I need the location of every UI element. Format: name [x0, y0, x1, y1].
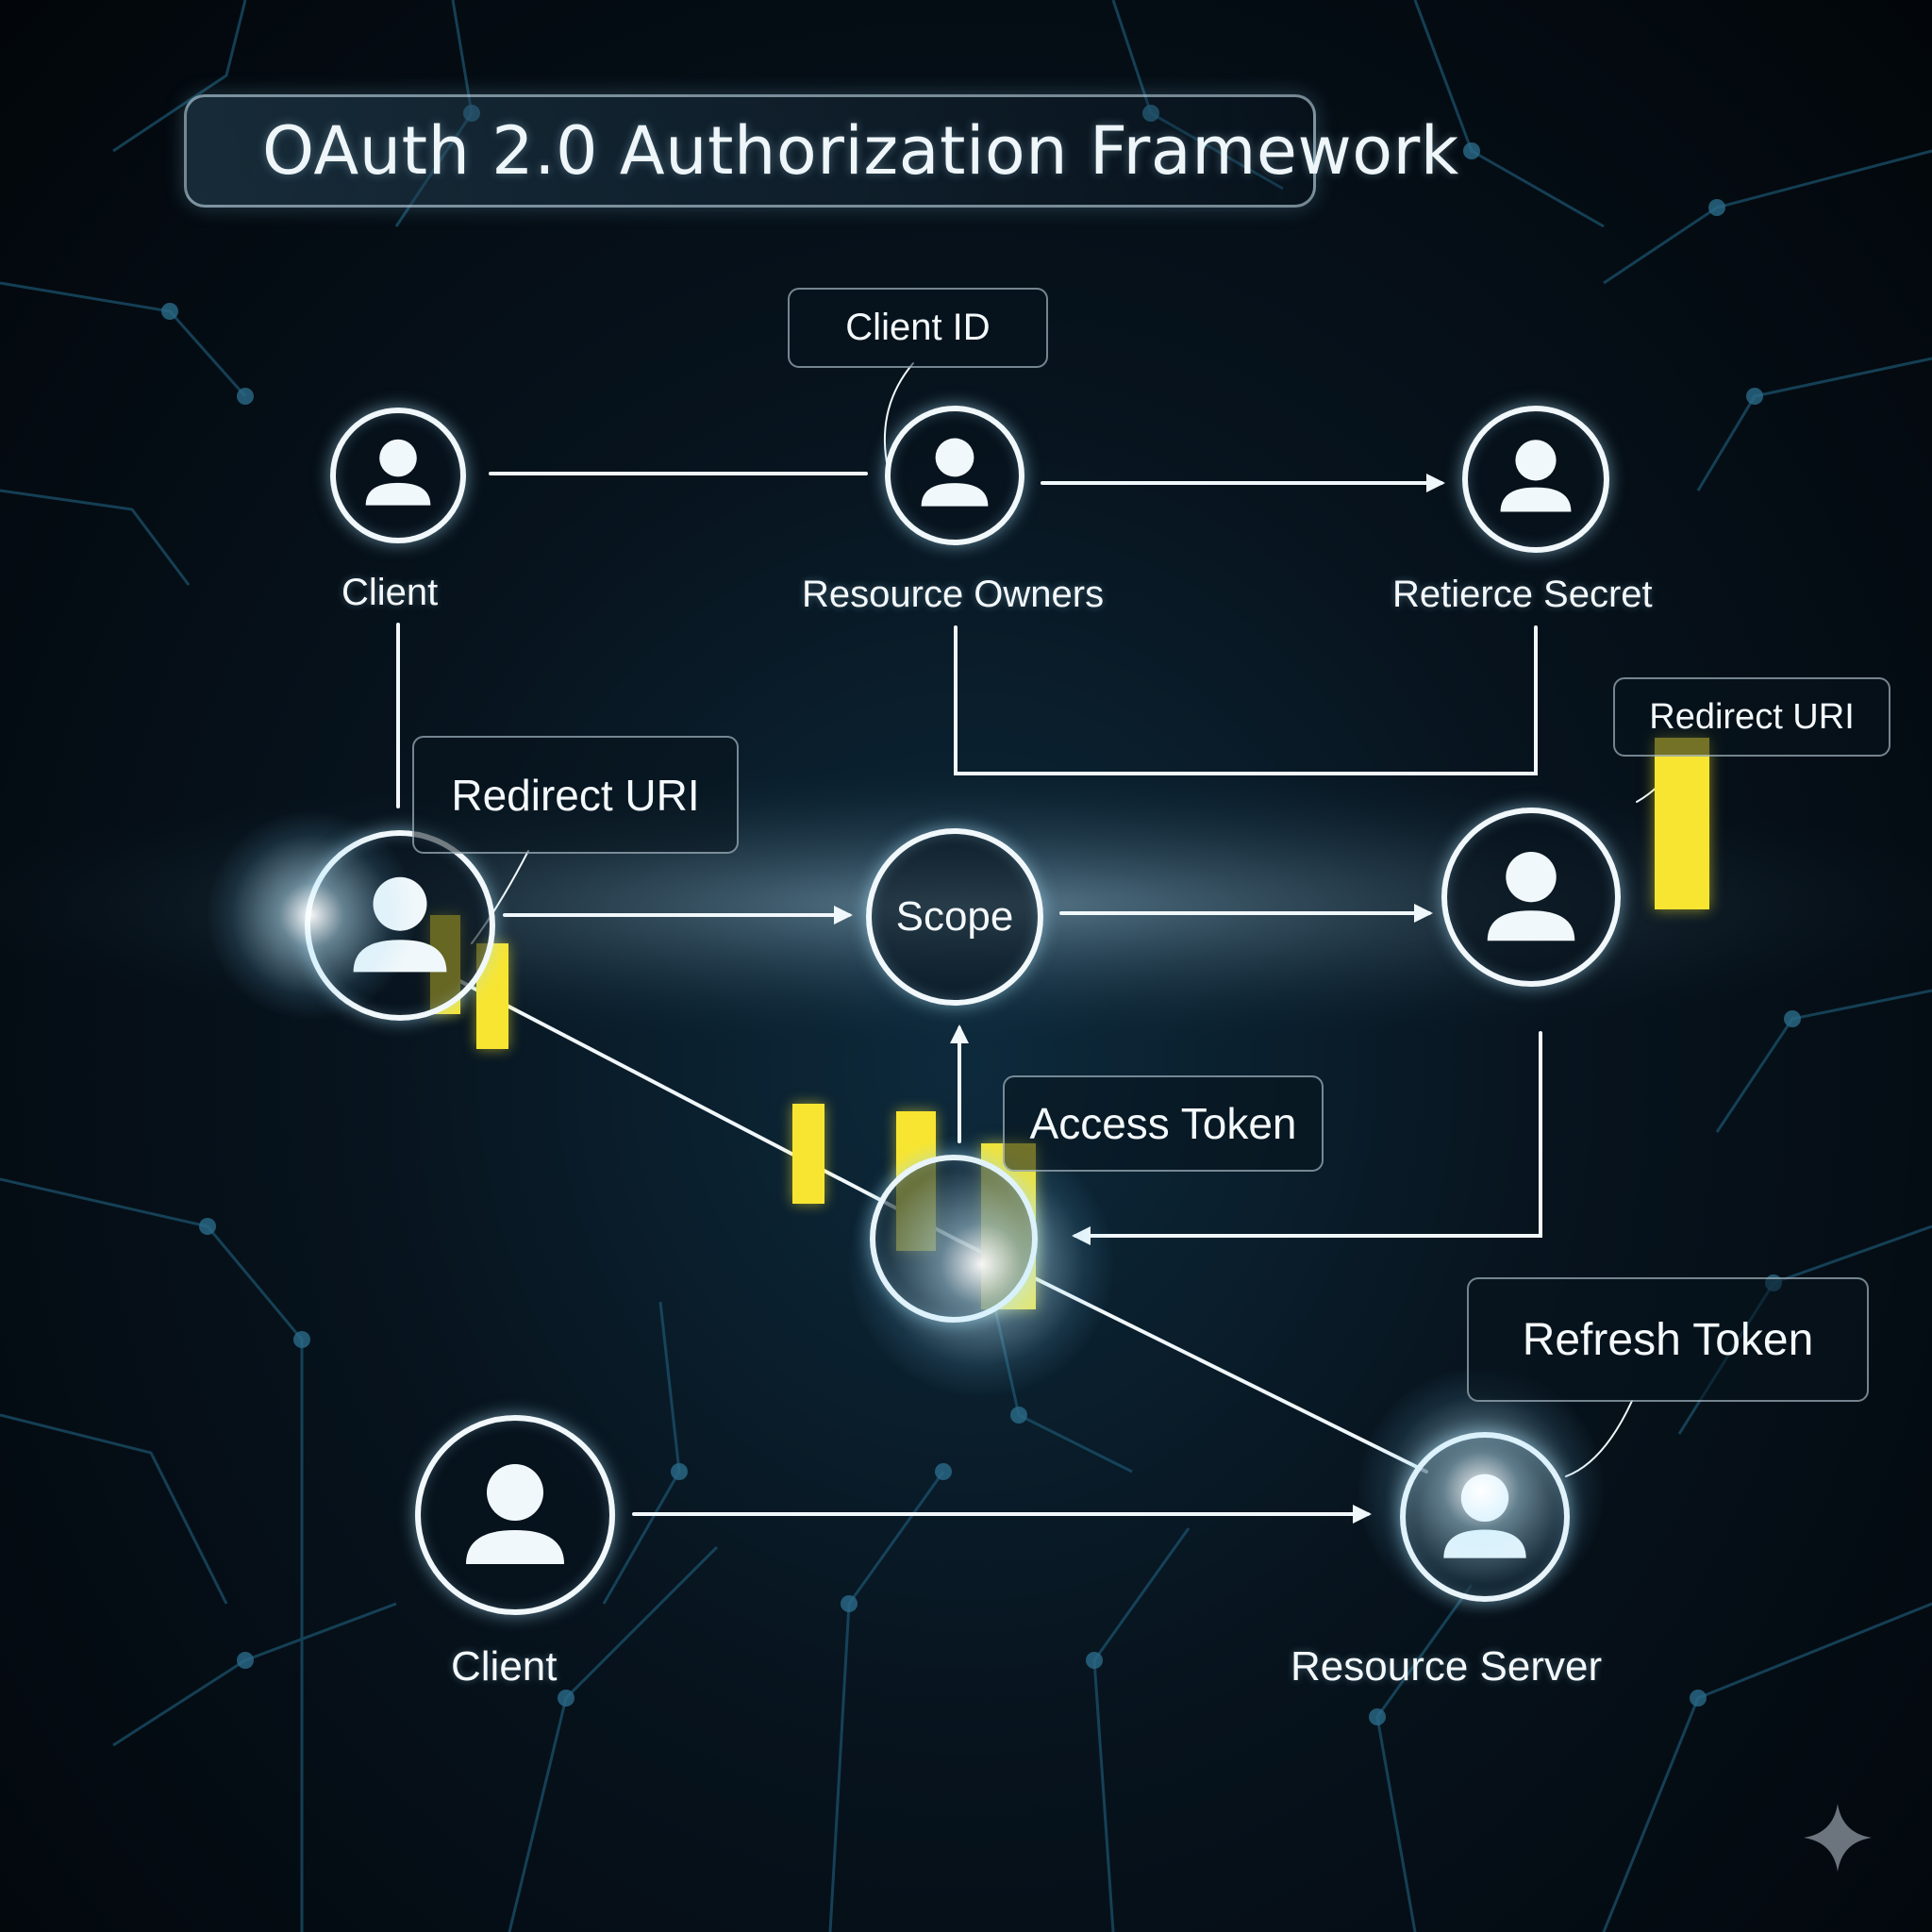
callout-pointer-client-id	[883, 362, 914, 463]
user-icon	[921, 438, 989, 507]
redirect-server-node[interactable]	[1441, 808, 1621, 987]
resource-owners-node[interactable]	[885, 406, 1024, 545]
redirect-uri-left-text: Redirect URI	[451, 770, 700, 820]
user-icon	[1443, 1474, 1526, 1558]
client-bottom-label: Client	[451, 1643, 558, 1690]
callout-pointer-refresh-token	[1565, 1400, 1633, 1477]
title-box: OAuth 2.0 Authorization Framework	[184, 94, 1458, 208]
scope-node[interactable]: Scope	[866, 828, 1043, 1006]
redirect-uri-right-callout: Redirect URI	[1613, 677, 1890, 757]
page-title: OAuth 2.0 Authorization Framework	[262, 112, 1459, 190]
sparkle-icon	[1804, 1804, 1872, 1872]
refresh-token-text: Refresh Token	[1522, 1314, 1814, 1365]
redirect-uri-left-callout: Redirect URI	[412, 736, 739, 854]
access-token-text: Access Token	[1029, 1099, 1297, 1148]
connector-owners-secret-loop	[954, 625, 1538, 775]
redirect-uri-right-text: Redirect URI	[1649, 696, 1855, 737]
accent-bar	[792, 1104, 824, 1204]
resource-server-label: Resource Server	[1291, 1643, 1603, 1690]
redirect-client-node[interactable]	[305, 830, 495, 1021]
retierce-secret-label: Retierce Secret	[1392, 574, 1653, 615]
resource-server-node[interactable]	[1400, 1432, 1570, 1602]
connector-right-to-token	[1072, 1031, 1542, 1245]
user-icon	[365, 439, 431, 506]
refresh-token-callout: Refresh Token	[1467, 1277, 1869, 1402]
user-icon	[1487, 851, 1575, 941]
access-token-node[interactable]	[870, 1155, 1038, 1323]
client-id-callout: Client ID	[788, 288, 1048, 368]
scope-label: Scope	[895, 893, 1014, 940]
user-icon	[466, 1464, 564, 1564]
client-bottom-node[interactable]	[415, 1415, 615, 1615]
client-top-label: Client	[341, 572, 439, 613]
user-icon	[1500, 440, 1572, 512]
resource-owners-label: Resource Owners	[802, 574, 1105, 615]
retierce-secret-node[interactable]	[1462, 406, 1609, 553]
access-token-callout: Access Token	[1003, 1075, 1324, 1172]
client-id-text: Client ID	[845, 307, 991, 348]
user-icon	[353, 876, 447, 973]
accent-bar	[1655, 738, 1709, 909]
client-top-node[interactable]	[330, 408, 466, 543]
